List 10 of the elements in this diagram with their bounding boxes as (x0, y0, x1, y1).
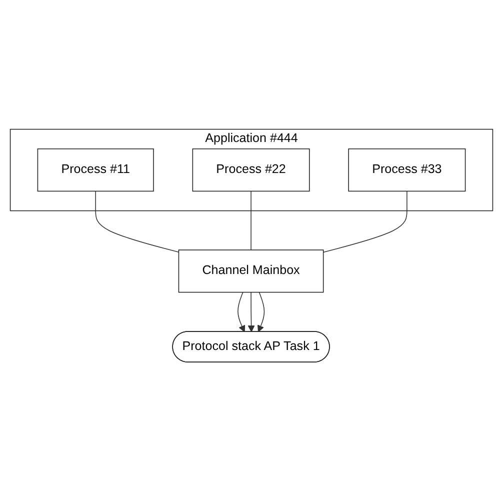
connector (322, 190, 408, 252)
arrow (248, 292, 255, 332)
arrow (258, 292, 265, 332)
connector (95, 190, 180, 252)
arrow (238, 292, 246, 332)
node-box: Channel Mainbox (178, 249, 324, 293)
node-box: Process #22 (192, 148, 310, 192)
connector (250, 190, 252, 250)
node-box: Process #33 (348, 148, 466, 192)
node-box: Process #11 (37, 148, 154, 192)
